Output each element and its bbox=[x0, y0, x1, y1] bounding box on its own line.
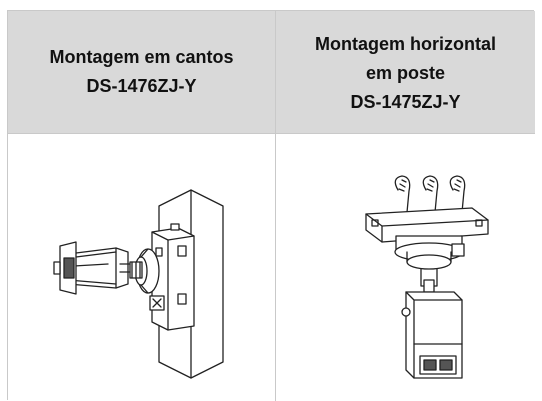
pole-mount-illustration bbox=[365, 175, 489, 379]
header-corner-mount: Montagem em cantos DS-1476ZJ-Y bbox=[8, 11, 276, 133]
illustration-cell-pole-mount bbox=[276, 133, 535, 401]
title-pole-mount-line2: em poste bbox=[365, 62, 446, 83]
title-pole-mount-line1: Montagem horizontal bbox=[315, 33, 496, 54]
model-pole-mount: DS-1475ZJ-Y bbox=[350, 91, 461, 112]
title-corner-mount: Montagem em cantos bbox=[49, 47, 234, 67]
illustration-cell-corner-mount bbox=[8, 133, 276, 401]
header-pole-mount: Montagem horizontal em poste DS-1475ZJ-Y bbox=[276, 11, 535, 133]
corner-mount-illustration bbox=[53, 189, 224, 379]
mounting-table: Montagem em cantos DS-1476ZJ-Y Montagem … bbox=[7, 10, 535, 401]
model-corner-mount: DS-1476ZJ-Y bbox=[86, 76, 197, 96]
